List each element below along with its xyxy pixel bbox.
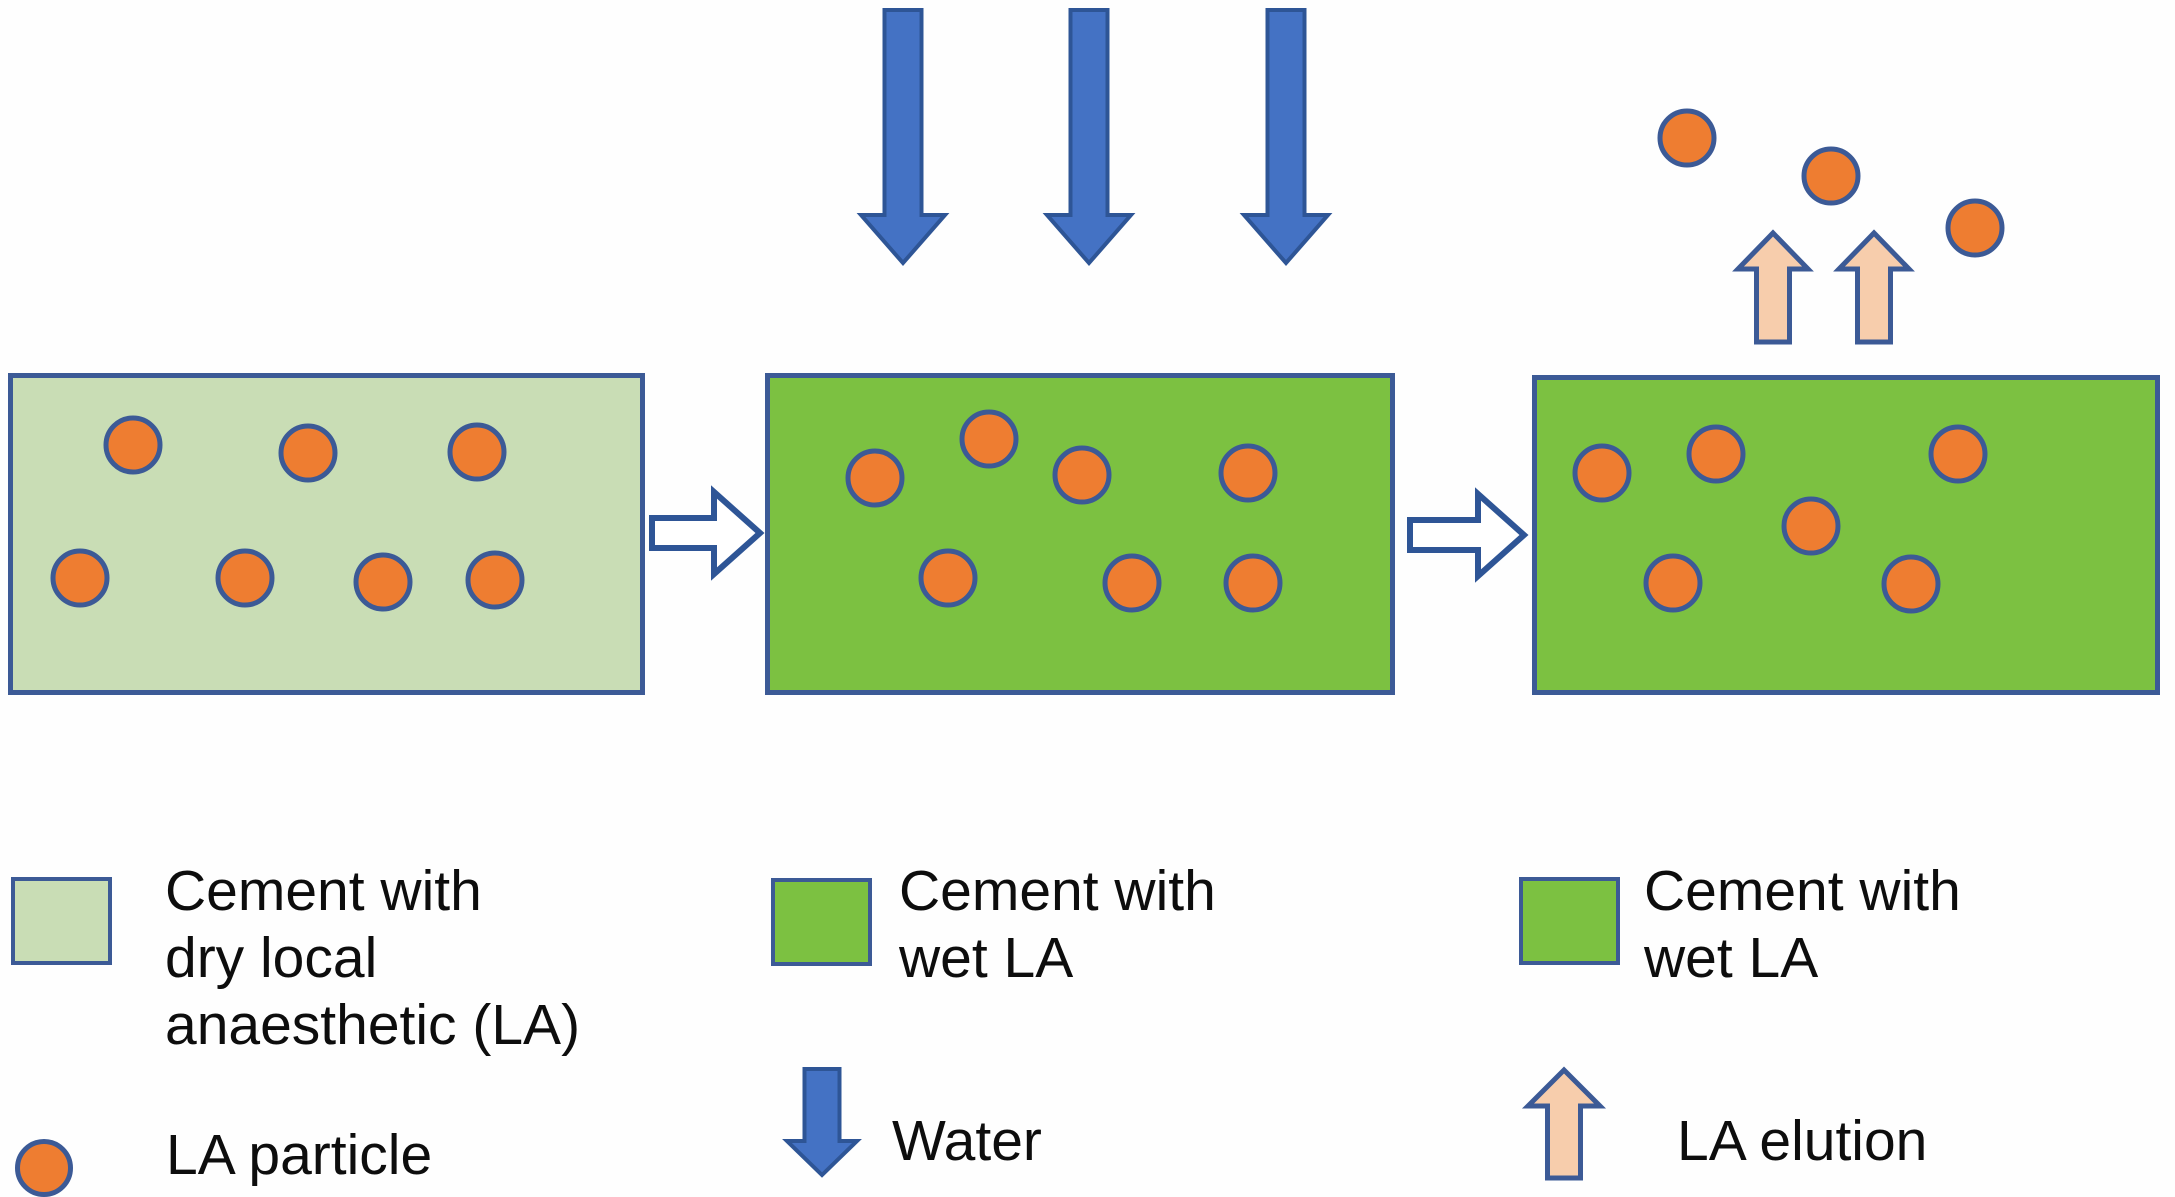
la-particle [1686,424,1746,484]
la-particle [1218,443,1278,503]
legend-label-water: Water [892,1108,1042,1175]
la-particle-eluted [1657,108,1717,168]
legend-line: Cement with [165,859,482,923]
la-particle [918,548,978,608]
legend-label-la-elution: LA elution [1677,1108,1927,1175]
la-particle [1643,553,1703,613]
legend-label-la-particle: LA particle [166,1122,432,1189]
la-particle [278,423,338,483]
la-particle [1881,554,1941,614]
legend-line: wet LA [899,926,1074,990]
flow-arrow-right [1407,487,1529,583]
legend-line: LA particle [166,1123,433,1187]
la-particle [1052,445,1112,505]
elution-arrow-up [1833,229,1915,345]
la-particle-eluted [1801,146,1861,206]
la-particle [845,448,905,508]
legend-label-wet-cement-1: Cement with wet LA [899,858,1216,992]
la-particle [1928,424,1988,484]
la-particle [353,552,413,612]
la-particle [215,548,275,608]
legend-swatch-wet-cement-2 [1519,877,1620,965]
la-particle [1572,443,1632,503]
panel-cement-wet-water [765,373,1395,695]
legend-line: LA elution [1677,1109,1928,1173]
legend-label-wet-cement-2: Cement with wet LA [1644,858,1961,992]
la-particle [447,422,507,482]
panel-cement-wet-elution [1532,375,2160,695]
legend-swatch-la-particle [15,1139,73,1197]
flow-arrow-right [649,485,765,581]
legend-line: Cement with [899,859,1216,923]
la-particle [1781,496,1841,556]
la-particle-eluted [1945,198,2005,258]
elution-arrow-up [1732,229,1814,345]
legend-line: dry local [165,926,378,990]
la-particle [1223,553,1283,613]
legend-elution-arrow-icon [1521,1066,1607,1181]
water-arrow-down [1239,8,1333,267]
la-particle [50,548,110,608]
legend-water-arrow-icon [782,1067,862,1178]
legend-label-dry-cement: Cement with dry local anaesthetic (LA) [165,858,580,1059]
water-arrow-down [856,8,950,267]
legend-line: anaesthetic (LA) [165,993,581,1057]
la-particle [103,415,163,475]
la-particle [959,409,1019,469]
la-particle [465,550,525,610]
legend-line: wet LA [1644,926,1819,990]
legend-swatch-dry-cement [11,877,112,965]
legend-line: Cement with [1644,859,1961,923]
water-arrow-down [1042,8,1136,267]
legend-swatch-wet-cement-1 [771,878,872,966]
la-particle [1102,553,1162,613]
legend-line: Water [892,1109,1042,1173]
